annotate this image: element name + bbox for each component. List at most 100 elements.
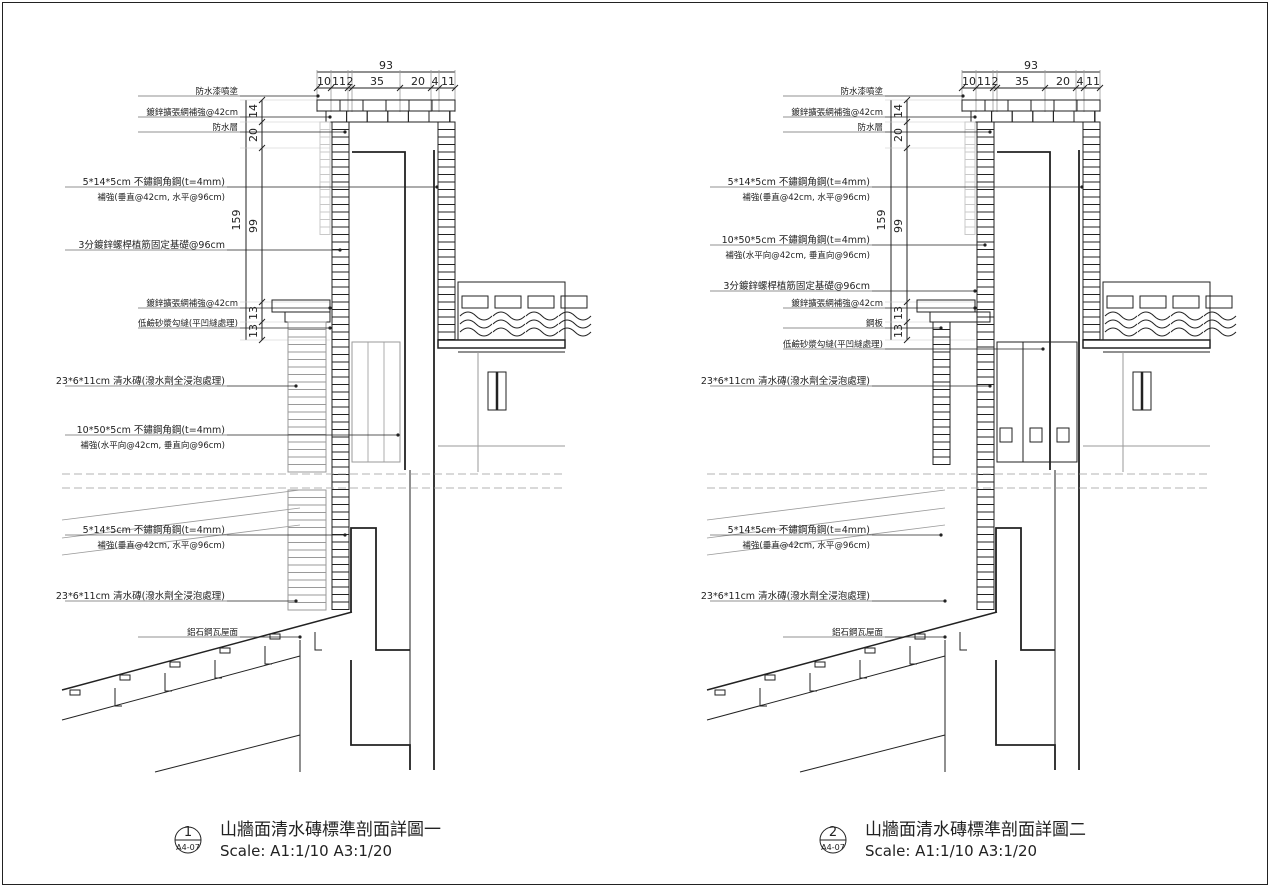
brick [319,189,331,198]
dim-top-overall: 93 [379,59,393,72]
roof-clip [914,633,926,640]
dimension-tick [348,84,356,92]
dim-side-part: 99 [247,219,260,233]
leader-dot [943,599,947,603]
brick [964,166,976,175]
dimension-tick [1096,84,1104,92]
detail-number: 2 [829,825,837,840]
brick [932,449,951,458]
purlin [959,632,967,651]
soffit-line [154,734,301,773]
roof-tile [1203,327,1237,337]
brick [964,121,976,130]
roof-tile [492,327,526,337]
brick [287,572,327,581]
brick [287,587,327,596]
dimension-tick [427,84,435,92]
brick [331,271,350,280]
dimension-tick [258,336,266,344]
note-text: 低鹼砂漿勾縫(平凹縫處理) [783,339,883,350]
lower-angle-outline [350,527,410,651]
coping-brick [407,110,430,123]
brick [331,436,350,445]
brick [287,404,327,413]
brick [976,271,995,280]
roof-tile-cap [461,295,489,309]
brick [331,264,350,273]
brick [287,602,327,611]
leader-dot [338,248,342,252]
brick [287,359,327,368]
note-text: 5*14*5cm 不鏽鋼角鋼(t=4mm) [728,176,870,188]
brick [287,321,327,330]
brick [287,549,327,558]
brick [976,121,995,130]
brick [1082,256,1101,265]
brick [932,351,951,360]
brick [437,331,456,340]
note-text: 防水層 [857,122,883,133]
brick [976,331,995,340]
brick [319,174,331,183]
roof-tile [459,311,493,321]
roof-tile [525,327,559,337]
roof-tile [492,319,526,329]
dim-side-part: 13 [892,306,905,320]
brick [1082,196,1101,205]
brick [976,264,995,273]
brick [287,594,327,603]
brick [331,496,350,505]
brick [976,451,995,460]
brick [932,426,951,435]
brick [331,339,350,348]
roof-hatch [61,507,301,539]
lower-steel-outline [995,660,1056,770]
soffit-line [799,734,946,773]
brick [437,204,456,213]
brick [976,136,995,145]
brick [1082,151,1101,160]
brick [319,159,331,168]
brick [437,189,456,198]
brick [331,571,350,580]
roof-tile [1203,319,1237,329]
brick [932,411,951,420]
dimension-tick [1080,84,1088,92]
brick [331,144,350,153]
brick [287,456,327,465]
dim-side-total: 159 [230,210,243,231]
brick [331,601,350,610]
brick [976,534,995,543]
brick [976,309,995,318]
brick [287,434,327,443]
dimension-tick [903,336,911,344]
brick [976,519,995,528]
dim-top-part: 10 [317,75,331,88]
roof-field [1102,281,1211,341]
brick [976,219,995,228]
brick [976,601,995,610]
dim-top-part: 35 [370,75,384,88]
dim-side-total: 159 [875,210,888,231]
brick [932,456,951,465]
roof-hatch [706,507,946,539]
coping-brick [1011,110,1034,123]
brick [331,511,350,520]
sheet-reference: A4-07 [176,843,200,852]
lower-steel-outline [350,660,411,770]
brick [331,594,350,603]
coping-brick [346,110,368,123]
roof-clip [714,689,726,696]
brick [976,339,995,348]
purlin [264,646,272,665]
brick [437,256,456,265]
brick [331,444,350,453]
brick [331,474,350,483]
roof-tile-cap [1172,295,1200,309]
roof-tile-cap [1139,295,1167,309]
purlin [759,688,767,707]
brick [932,389,951,398]
dimension-tick [958,84,966,92]
dim-top-part: 20 [1056,75,1070,88]
brick [437,234,456,243]
